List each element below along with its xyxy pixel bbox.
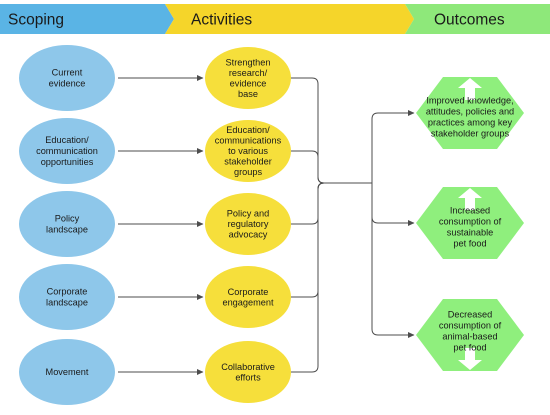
activity-label-line: engagement bbox=[222, 297, 274, 307]
arrow-up-icon bbox=[458, 188, 482, 210]
scoping-node: Movement bbox=[19, 339, 115, 405]
outcome-label-line: stakeholder groups bbox=[431, 129, 510, 139]
outcome-label-line: consumption of bbox=[439, 321, 502, 331]
activities-header: Activities bbox=[191, 12, 252, 29]
activity-label-line: Policy and bbox=[227, 209, 269, 219]
activity-label-line: Collaborative bbox=[221, 362, 275, 372]
arrow-down-icon bbox=[458, 348, 482, 370]
outcome-label-line: animal-based bbox=[442, 332, 497, 342]
scoping-label-line: Movement bbox=[46, 367, 89, 377]
activity-ellipse bbox=[205, 341, 291, 403]
outcome-label-line: pet food bbox=[453, 343, 486, 353]
outcome-label-line: Improved knowledge, bbox=[426, 96, 513, 106]
outcome-label-line: Increased bbox=[450, 206, 490, 216]
outcome-connector bbox=[371, 183, 415, 338]
outcome-label-line: attitudes, policies and bbox=[426, 107, 514, 117]
scoping-label-line: landscape bbox=[46, 225, 88, 235]
outcome-hexagon bbox=[416, 77, 524, 149]
outcome-connector bbox=[371, 183, 415, 226]
scoping-label-line: landscape bbox=[46, 298, 88, 308]
scoping-label-line: Corporate bbox=[47, 287, 88, 297]
merge-connector bbox=[291, 182, 325, 225]
connectors bbox=[118, 75, 415, 375]
scoping-ellipse bbox=[19, 45, 115, 111]
activity-label-line: Corporate bbox=[228, 287, 269, 297]
scoping-label-line: Education/ bbox=[45, 135, 89, 145]
scoping-label-line: evidence bbox=[49, 79, 86, 89]
merge-connector bbox=[291, 77, 325, 184]
activity-ellipse bbox=[205, 120, 291, 182]
activity-label-line: communications bbox=[215, 136, 282, 146]
outcome-node: Improved knowledge,attitudes, policies a… bbox=[416, 77, 524, 149]
outcome-hexagon bbox=[416, 299, 524, 371]
scoping-label-line: opportunities bbox=[41, 157, 94, 167]
activity-label-line: research/ bbox=[229, 68, 268, 78]
scoping-label-line: Policy bbox=[55, 214, 80, 224]
header-banner: Scoping Activities Outcomes bbox=[0, 4, 550, 34]
outcome-label-line: pet food bbox=[453, 239, 486, 249]
scoping-header: Scoping bbox=[8, 12, 64, 29]
activity-label-line: to various bbox=[228, 146, 268, 156]
activity-label-line: efforts bbox=[235, 372, 261, 382]
activity-label-line: evidence bbox=[230, 78, 267, 88]
outcome-label: Improved knowledge,attitudes, policies a… bbox=[426, 96, 514, 139]
scoping-label-line: Current bbox=[52, 68, 83, 78]
merge-connector bbox=[291, 182, 325, 373]
scoping-ellipse bbox=[19, 339, 115, 405]
outcome-label-line: consumption of bbox=[439, 217, 502, 227]
outcome-hexagon bbox=[416, 187, 524, 259]
arrow-up-icon bbox=[458, 78, 482, 100]
activity-ellipse bbox=[205, 266, 291, 328]
activity-label-line: Strengthen bbox=[226, 57, 271, 67]
merge-connector bbox=[291, 150, 325, 184]
outcome-connector bbox=[371, 110, 415, 183]
activity-label-line: advocacy bbox=[229, 230, 268, 240]
activity-ellipse bbox=[205, 193, 291, 255]
activity-ellipse bbox=[205, 47, 291, 109]
activity-label-line: regulatory bbox=[228, 219, 269, 229]
outcome-label-line: practices among key bbox=[428, 118, 513, 128]
activity-label-line: groups bbox=[234, 167, 262, 177]
scoping-banner bbox=[0, 4, 174, 34]
activities-banner bbox=[165, 4, 414, 34]
outcomes-header: Outcomes bbox=[434, 12, 505, 29]
scoping-ellipse bbox=[19, 191, 115, 257]
scoping-label: Movement bbox=[46, 367, 89, 377]
activity-label-line: base bbox=[238, 89, 258, 99]
activity-label-line: Education/ bbox=[226, 125, 270, 135]
activity-label-line: stakeholder bbox=[224, 157, 272, 167]
scoping-ellipse bbox=[19, 118, 115, 184]
outcome-label-line: Decreased bbox=[448, 310, 492, 320]
outcomes-banner bbox=[405, 4, 550, 34]
outcome-label-line: sustainable bbox=[447, 228, 493, 238]
scoping-ellipse bbox=[19, 264, 115, 330]
scoping-label-line: communication bbox=[36, 146, 98, 156]
merge-connector bbox=[291, 182, 325, 298]
